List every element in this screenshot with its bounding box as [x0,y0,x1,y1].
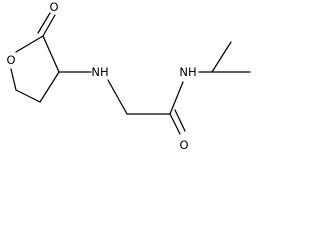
bond-ring-oxygen-c2 [15,35,44,53]
bond-c2-carbonyl-oxygen-2 [37,12,51,34]
bond-amide-carbon-nitrogen [169,81,184,115]
amine-nitrogen-label: NH [91,65,108,79]
bond-c2-c3 [42,35,60,73]
bond-c5-ring-oxygen [10,68,17,91]
bond-c3-c4 [39,71,60,103]
amide-nitrogen-label: NH [179,65,196,79]
bond-c4-c5 [15,89,41,103]
ring-oxygen-label: O [6,53,15,67]
bond-c2-carbonyl-oxygen-1 [42,14,56,37]
carbonyl-oxygen-label: O [49,0,58,14]
bond-isopropyl-methyl-up [211,41,232,73]
bond-amine-nitrogen-ch2 [107,79,128,115]
bond-amide-carbonyl-2 [174,109,186,132]
bond-amide-carbonyl-1 [169,113,181,135]
amide-oxygen-label: O [179,138,188,152]
molecule-structure-diagram: O O NH NH O [6,0,251,152]
